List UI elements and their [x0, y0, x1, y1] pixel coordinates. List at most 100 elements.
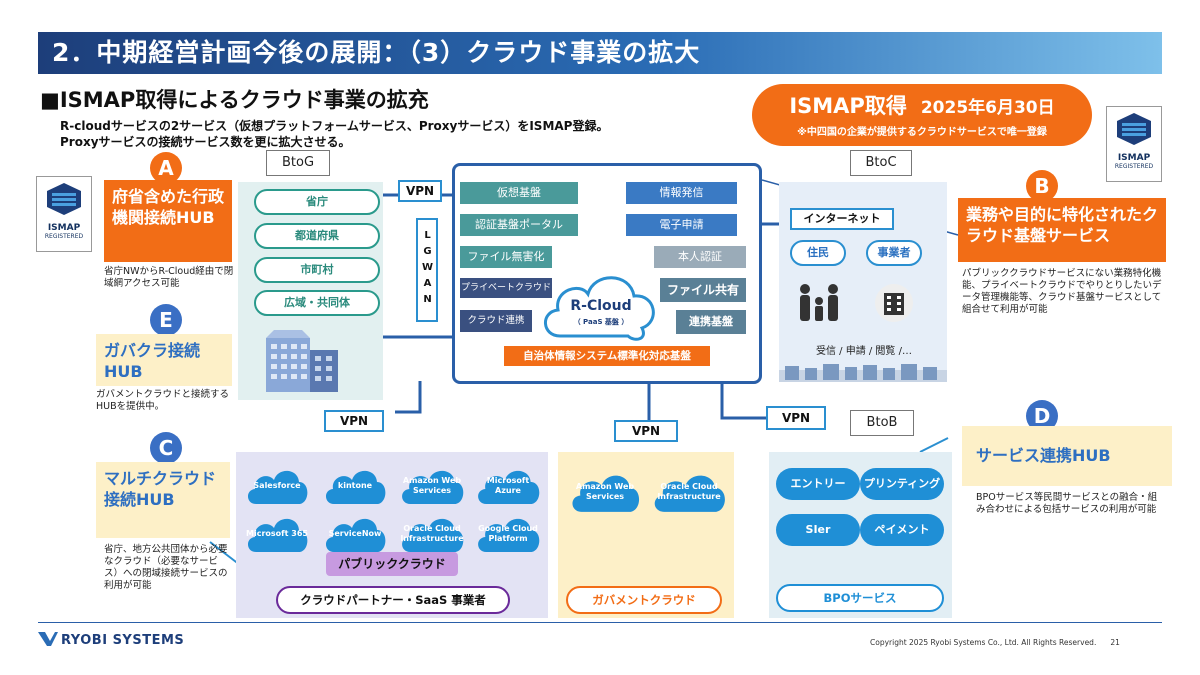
section-subtitle: ■ISMAP取得によるクラウド事業の拡充 [40, 88, 429, 112]
btoc-caption: 受信 / 申請 / 閲覧 /… [815, 346, 912, 357]
cloud-shape-icon [247, 518, 308, 552]
core-e-application: 電子申請 [626, 214, 737, 236]
government-building-icon [266, 330, 338, 392]
vpn-label-btog: VPN [398, 180, 442, 202]
cloud-label: Salesforce [253, 481, 301, 490]
btob-item-sier: SIer [776, 514, 860, 546]
btoc-item-business: 事業者 [866, 240, 922, 266]
core-virtual-infra: 仮想基盤 [460, 182, 578, 204]
hub-a-title: 府省含めた行政機関接続HUB [104, 180, 232, 262]
hub-b-marker: B [1026, 170, 1058, 202]
description: R-cloudサービスの2サービス（仮想プラットフォームサービス、Proxyサー… [60, 118, 608, 150]
description-line-1: R-cloudサービスの2サービス（仮想プラットフォームサービス、Proxyサー… [60, 119, 609, 133]
ismap-badge-right: ISMAP REGISTERED [1106, 106, 1162, 182]
cloud-shape-icon [325, 470, 386, 504]
ismap-shield-icon [1117, 113, 1151, 145]
core-identity-verify: 本人認証 [654, 246, 746, 268]
hub-a-note: 省庁NWからR-Cloud経由で閉域網アクセス可能 [104, 266, 234, 289]
townscape-icon [779, 364, 947, 382]
badge-text-ismap: ISMAP [47, 223, 81, 233]
description-line-2: Proxyサービスの接続サービス数を更に拡大させる。 [60, 135, 351, 149]
vpn-label-btob: VPN [766, 406, 826, 430]
r-cloud-icon [544, 276, 655, 341]
btob-item-printing: プリンティング [860, 468, 944, 500]
hub-c-title: マルチクラウド接続HUB [96, 462, 230, 538]
core-info-broadcast: 情報発信 [626, 182, 737, 204]
copyright: Copyright 2025 Ryobi Systems Co., Ltd. A… [870, 638, 1120, 647]
r-cloud-title: R-Cloud [570, 298, 632, 314]
internet-label: インターネット [790, 208, 894, 230]
btob-label: BtoB [850, 410, 914, 436]
vpn-label-public: VPN [324, 410, 384, 432]
btob-item-payment: ペイメント [860, 514, 944, 546]
footer-divider [38, 622, 1162, 623]
hub-d-note: BPOサービス等民間サービスとの融合・組み合わせによる包括サービスの利用が可能 [976, 492, 1158, 515]
cloud-label: kintone [337, 481, 373, 490]
gov-cloud-aws: Amazon Web Services [568, 466, 642, 514]
cloud-shape-icon [478, 518, 540, 552]
btog-item-prefecture: 都道府県 [254, 223, 380, 249]
btog-label: BtoG [266, 150, 330, 176]
cloud-shape-icon [402, 518, 464, 552]
lgwan-label: LGWAN [416, 218, 438, 322]
cloud-shape-icon [402, 470, 464, 504]
ismap-badge-left: ISMAP REGISTERED [36, 176, 92, 252]
hub-e-marker: E [150, 304, 182, 336]
ismap-shield-icon [47, 183, 81, 215]
bpo-services-footer: BPOサービス [776, 584, 944, 612]
cloud-servicenow: ServiceNow [322, 510, 388, 554]
hub-e-note: ガバメントクラウドと接続するHUBを提供中。 [96, 389, 230, 412]
btoc-label: BtoC [850, 150, 912, 176]
ismap-note: ※中四国の企業が提供するクラウドサービスで唯一登録 [797, 127, 1047, 138]
cloud-shape-icon [325, 518, 386, 552]
page-number: 21 [1110, 638, 1120, 647]
cloud-shape-icon [478, 470, 540, 504]
r-cloud-subtitle: （ PaaS 基盤 ） [573, 318, 629, 326]
gov-cloud-oracle: Oracle Cloud Infrastructure [650, 466, 728, 514]
core-standardization-banner: 自治体情報システム標準化対応基盤 [504, 346, 710, 366]
hub-d-title: サービス連携HUB [962, 426, 1172, 486]
family-icon [800, 284, 838, 321]
core-integration-base: 連携基盤 [676, 310, 746, 334]
cloud-shape-icon [247, 470, 308, 504]
hub-c-marker: C [150, 432, 182, 464]
cloud-gcp: Google Cloud Platform [474, 510, 542, 554]
page-title: 2．中期経営計画今後の展開：（3）クラウド事業の拡大 [38, 32, 1162, 74]
core-file-sanitize: ファイル無害化 [460, 246, 552, 268]
hub-c-note: 省庁、地方公共団体から必要なクラウド（必要なサービス）への閉域接続サービスの利用… [104, 544, 228, 591]
office-building-icon [875, 284, 913, 322]
cloud-kintone: kintone [322, 462, 388, 506]
gov-cloud-footer: ガバメントクラウド [566, 586, 722, 614]
btog-item-municipality: 市町村 [254, 257, 380, 283]
btob-item-entry: エントリー [776, 468, 860, 500]
badge-text-registered: REGISTERED [1114, 163, 1154, 170]
company-logo: RYOBI SYSTEMS [38, 632, 184, 648]
badge-text-registered: REGISTERED [44, 233, 84, 240]
cloud-oracle: Oracle Cloud Infrastructure [398, 510, 466, 554]
cloud-aws: Amazon Web Services [398, 462, 466, 506]
badge-text-ismap: ISMAP [1117, 153, 1151, 163]
cloud-azure: Microsoft Azure [474, 462, 542, 506]
core-private-cloud: プライベートクラウド [460, 278, 552, 298]
btog-item-regional: 広域・共同体 [254, 290, 380, 316]
hub-a-marker: A [150, 152, 182, 184]
cloud-label: Microsoft 365 [246, 529, 308, 538]
cloud-label: Oracle Cloud Infrastructure [400, 524, 464, 543]
cloud-m365: Microsoft 365 [244, 510, 310, 554]
core-cloud-integration: クラウド連携 [460, 310, 532, 332]
ryobi-mark-icon [38, 632, 58, 646]
ismap-date: 2025年6月30日 [920, 98, 1055, 118]
cloud-shape-icon [572, 475, 640, 512]
cloud-label: Amazon Web Services [402, 476, 462, 495]
core-auth-portal: 認証基盤ポータル [460, 214, 578, 236]
vpn-label-gov: VPN [614, 420, 678, 442]
hub-b-note: パブリッククラウドサービスにない業務特化機能、プライベートクラウドでやりとりした… [962, 268, 1162, 315]
cloud-shape-icon [654, 475, 725, 512]
company-logo-text: RYOBI SYSTEMS [61, 633, 185, 648]
cloud-label: ServiceNow [328, 529, 382, 538]
hub-e-title: ガバクラ接続HUB [96, 334, 232, 386]
cloud-label: Oracle Cloud Infrastructure [657, 482, 721, 501]
cloud-label: Amazon Web Services [575, 482, 635, 501]
cloud-partner-footer: クラウドパートナー・SaaS 事業者 [276, 586, 510, 614]
